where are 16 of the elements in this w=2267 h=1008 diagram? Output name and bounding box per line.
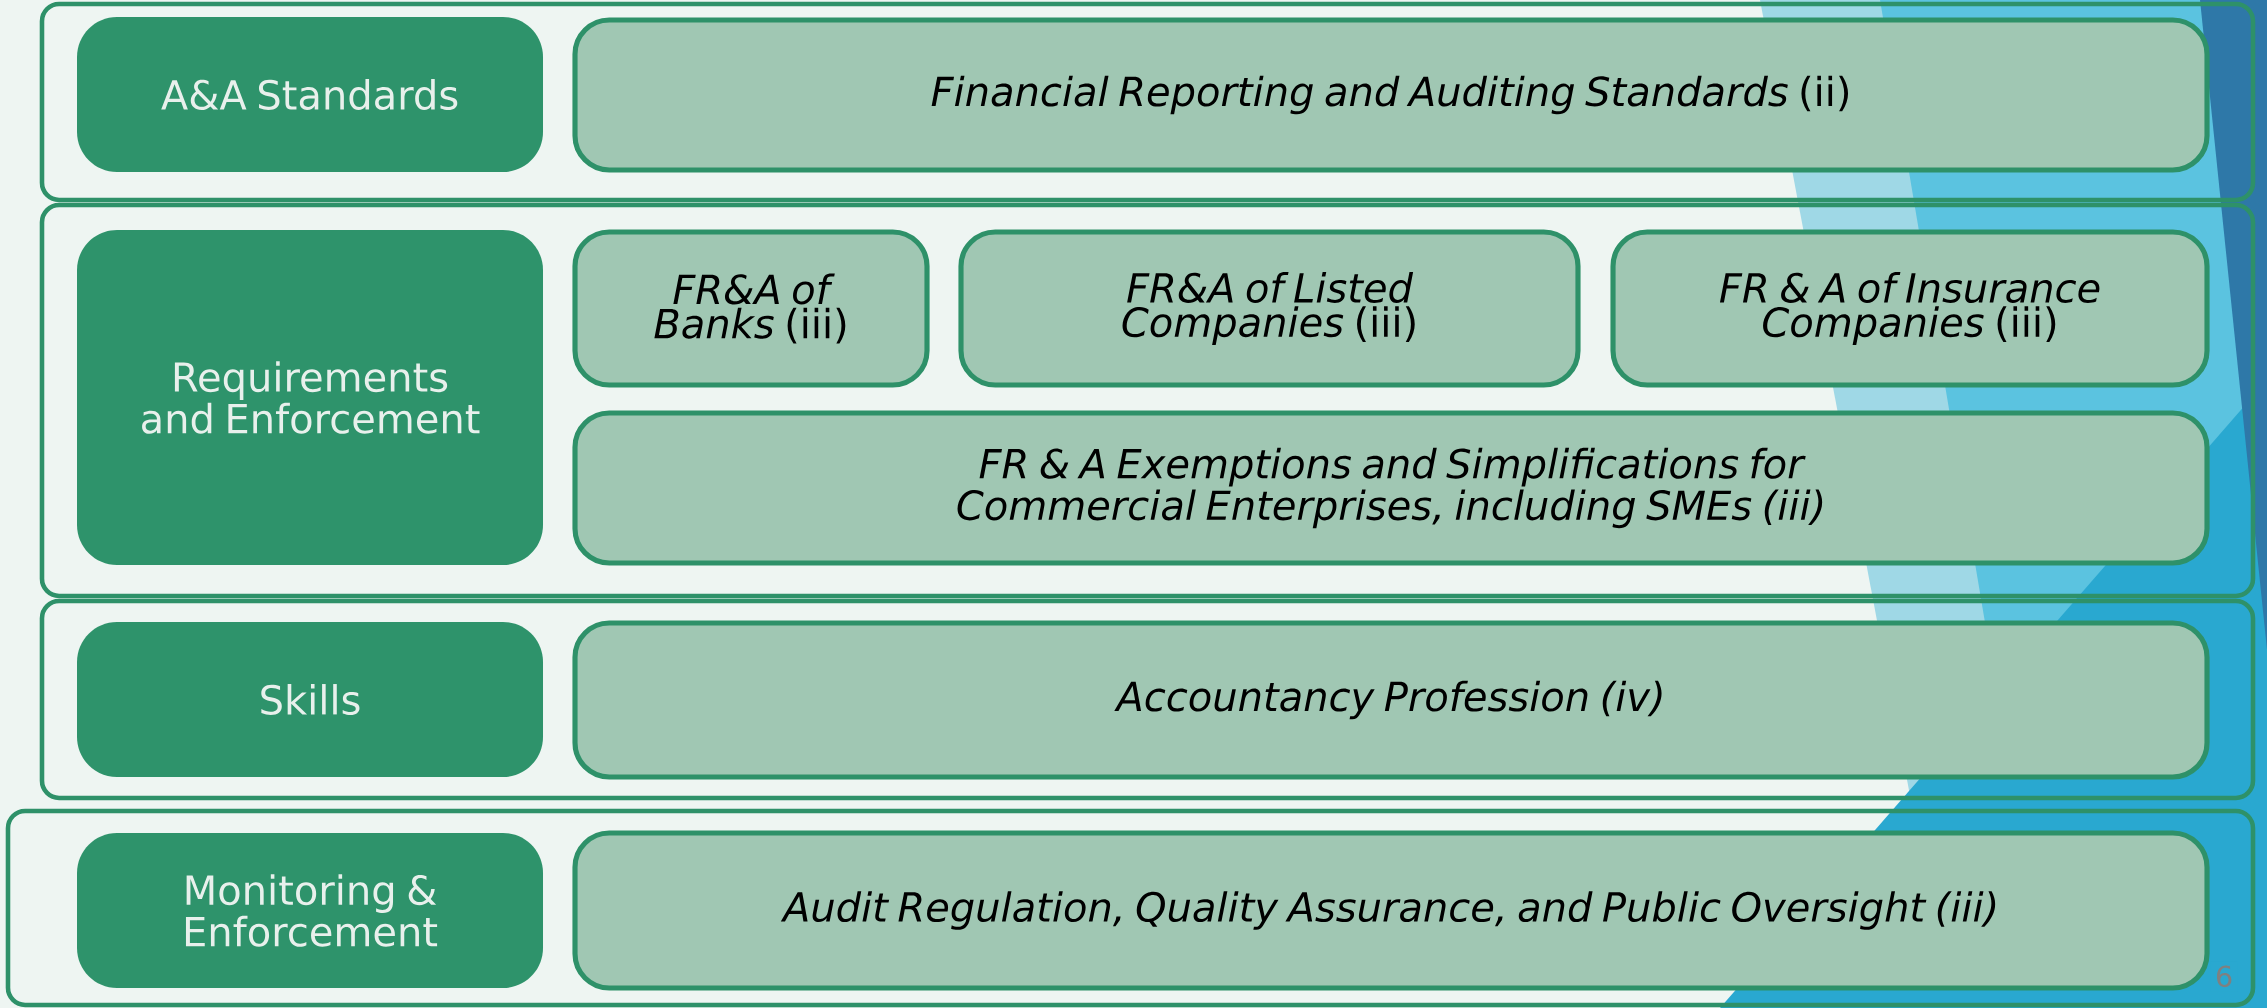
content-box: Audit Regulation, Quality Assurance, and Public Oversight (iii) [572,830,2210,991]
heading-box: Requirements and Enforcement [77,230,543,565]
band-frame [39,1,2256,203]
heading-box: Monitoring & Enforcement [77,833,543,988]
content-box: FR&A of Banks (iii) [572,229,930,388]
band-frame [39,598,2256,801]
content-box: FR & A of Insurance Companies (iii) [1610,229,2210,388]
content-box: FR & A Exemptions and Simplifications for Commercial Enterprises, including SMEs (iii) [572,410,2210,566]
page-number: 6 [2210,961,2238,992]
content-box: Financial Reporting and Auditing Standards (ii) [572,17,2210,173]
band-frame [39,202,2256,599]
content-box: Accountancy Profession (iv) [572,620,2210,780]
heading-box: Skills [77,622,543,777]
band-frame [5,808,2256,1008]
content-box: FR&A of Listed Companies (iii) [958,229,1581,388]
heading-box: A&A Standards [77,17,543,172]
